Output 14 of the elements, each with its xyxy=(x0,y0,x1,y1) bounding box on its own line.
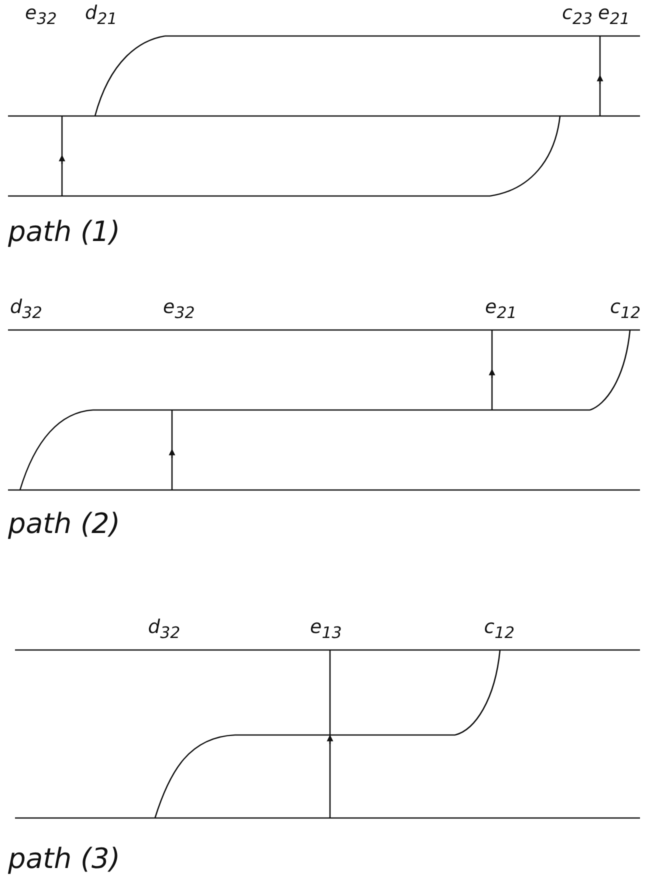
path-caption: path (1) xyxy=(8,218,120,246)
point-label: c$_{12}$ xyxy=(610,298,641,321)
point-label: d$_{32}$ xyxy=(10,298,42,321)
path-caption: path (3) xyxy=(8,845,120,873)
point-label: d$_{21}$ xyxy=(85,4,118,27)
point-label: d$_{32}$ xyxy=(148,618,180,641)
point-label: e$_{32}$ xyxy=(25,4,57,27)
point-label: e$_{21}$ xyxy=(598,4,630,27)
point-label: e$_{32}$ xyxy=(163,298,195,321)
point-label: e$_{21}$ xyxy=(485,298,517,321)
point-label: e$_{13}$ xyxy=(310,618,342,641)
point-label: c$_{12}$ xyxy=(484,618,515,641)
point-label: c$_{23}$ xyxy=(562,4,593,27)
path-caption: path (2) xyxy=(8,510,120,538)
